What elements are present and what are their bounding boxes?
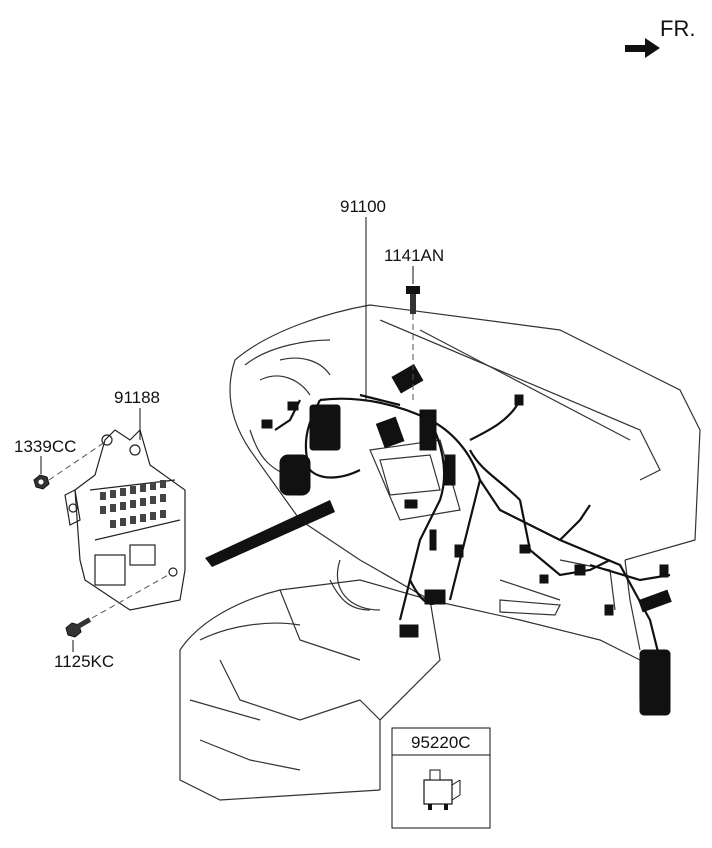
part-label-1141AN: 1141AN — [384, 246, 445, 265]
part-label-95220C: 95220C — [411, 733, 471, 752]
harness-connectors — [261, 364, 672, 716]
nut-1339CC-icon — [33, 441, 106, 490]
relay-icon — [423, 769, 461, 810]
dashboard-outline — [179, 304, 701, 801]
relay-95220C-box — [391, 727, 491, 829]
part-label-1125KC: 1125KC — [54, 652, 115, 671]
junction-box-91188 — [64, 428, 186, 611]
front-direction-arrow-icon — [625, 38, 660, 58]
bolt-1125KC-icon — [65, 573, 171, 652]
direction-label: FR. — [660, 16, 696, 41]
bolt-1141AN-icon — [406, 266, 420, 400]
part-label-91100: 91100 — [340, 197, 387, 216]
junction-box-fuses — [100, 480, 166, 528]
part-label-1339CC: 1339CC — [14, 437, 77, 456]
part-label-91188: 91188 — [114, 388, 161, 407]
harness-strap — [205, 500, 335, 567]
